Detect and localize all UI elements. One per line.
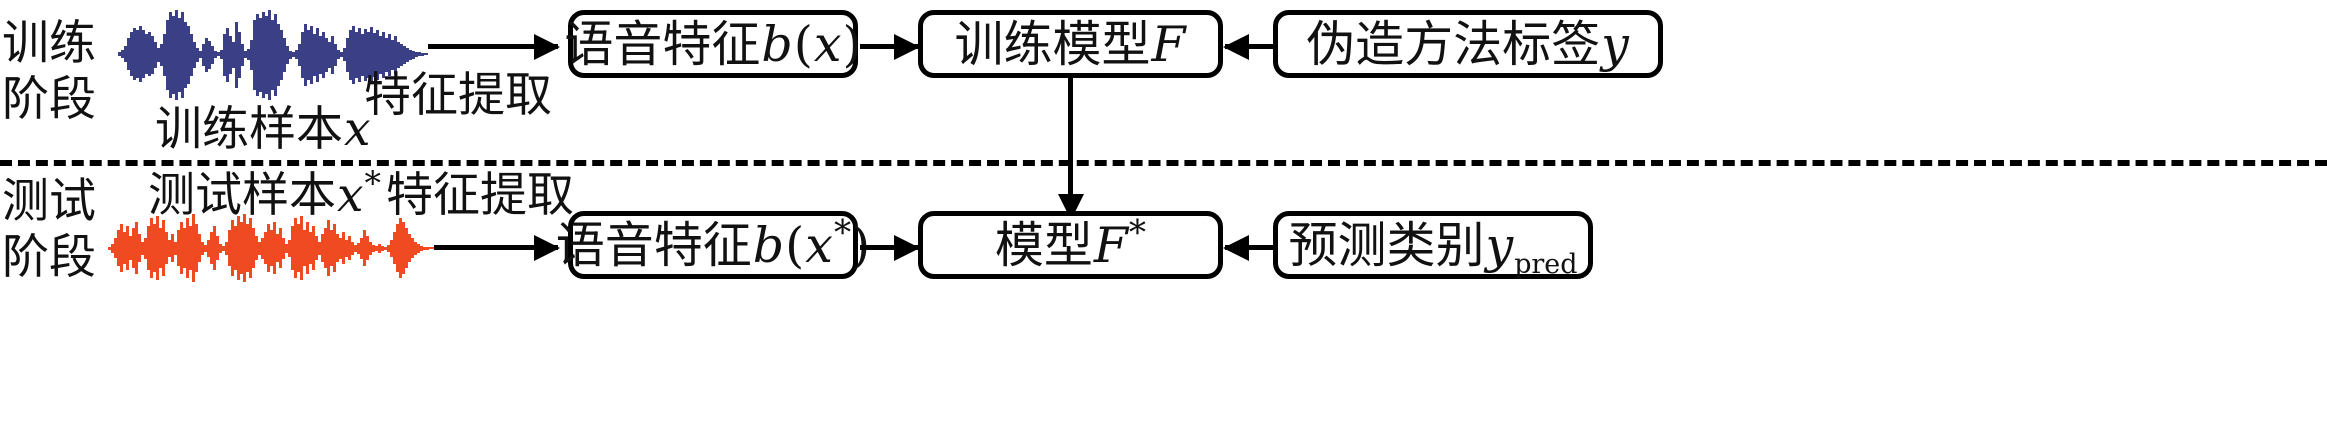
testing-stage-caption: 测试 阶段 <box>2 174 134 286</box>
label-box-train-text: 伪造方法标签 <box>1306 15 1601 73</box>
testing-sample-text: 测试样本 <box>148 168 336 223</box>
label-box-train[interactable]: 伪造方法标签y <box>1273 10 1663 78</box>
arrow-pred-label-to-model <box>1225 245 1273 250</box>
feature-box-test-x: x <box>805 216 833 274</box>
feature-box-train-close: ) <box>842 15 862 73</box>
training-caption-line2: 阶段 <box>2 72 96 127</box>
feature-box-test-text: 语音特征 <box>555 216 752 274</box>
arrow-forge-label-to-model <box>1225 44 1273 49</box>
training-waveform <box>118 8 428 100</box>
feature-box-train-b: b <box>761 15 793 73</box>
feature-box-test-star: * <box>833 213 852 254</box>
training-sample-text: 训练样本 <box>155 102 343 157</box>
label-box-test-symbol: y <box>1485 216 1514 274</box>
model-box-train-symbol: F <box>1151 15 1186 73</box>
arrow-test-wave-to-feature <box>434 245 558 250</box>
stage-divider <box>0 160 2327 166</box>
model-box-train[interactable]: 训练模型F <box>918 10 1223 78</box>
arrow-train-model-to-test-model <box>1068 78 1073 218</box>
feature-box-test-b: b <box>752 216 785 274</box>
model-box-train-label: 训练模型F <box>954 20 1186 69</box>
testing-caption-line2: 阶段 <box>2 230 96 285</box>
arrow-train-feature-to-model <box>860 44 918 49</box>
model-box-test-text: 模型 <box>994 216 1093 274</box>
feature-box-test-label: 语音特征b(x*) <box>556 216 870 269</box>
model-box-test-symbol: F <box>1093 216 1128 274</box>
model-box-test-label: 模型F* <box>995 216 1146 269</box>
label-box-train-symbol: y <box>1601 15 1629 73</box>
testing-caption-line1: 测试 <box>2 174 96 229</box>
arrow-test-feature-to-model <box>860 245 918 250</box>
label-box-test[interactable]: 预测类别ypred <box>1273 211 1593 279</box>
model-box-train-text: 训练模型 <box>954 15 1151 73</box>
training-sample-label: 训练样本x <box>155 106 372 153</box>
feature-box-train-label: 语音特征b(x) <box>564 20 861 69</box>
testing-waveform <box>108 212 434 284</box>
feature-box-test-open: ( <box>785 216 805 274</box>
training-stage-caption: 训练 阶段 <box>2 16 134 128</box>
arrow-train-wave-to-feature <box>428 44 558 49</box>
feature-box-train-x: x <box>813 15 842 73</box>
feature-box-test[interactable]: 语音特征b(x*) <box>556 211 870 279</box>
testing-sample-label: 测试样本x* <box>148 166 381 219</box>
label-box-test-subscript: pred <box>1514 248 1578 280</box>
feature-box-train-open: ( <box>793 15 813 73</box>
testing-sample-symbol: x <box>337 168 364 223</box>
label-box-test-label: 预测类别ypred <box>1288 221 1577 278</box>
feature-extraction-label-bottom: 特征提取 <box>386 168 574 223</box>
training-caption-line1: 训练 <box>2 16 96 71</box>
training-sample-symbol: x <box>344 102 371 157</box>
label-box-train-label: 伪造方法标签y <box>1306 20 1630 69</box>
model-box-test[interactable]: 模型F* <box>918 211 1223 279</box>
feature-box-train[interactable]: 语音特征b(x) <box>564 10 862 78</box>
testing-sample-star: * <box>364 163 381 203</box>
label-box-test-text: 预测类别 <box>1288 216 1485 274</box>
feature-box-train-text: 语音特征 <box>564 15 761 73</box>
model-box-test-star: * <box>1128 213 1147 254</box>
feature-extraction-label-top: 特征提取 <box>364 68 552 123</box>
